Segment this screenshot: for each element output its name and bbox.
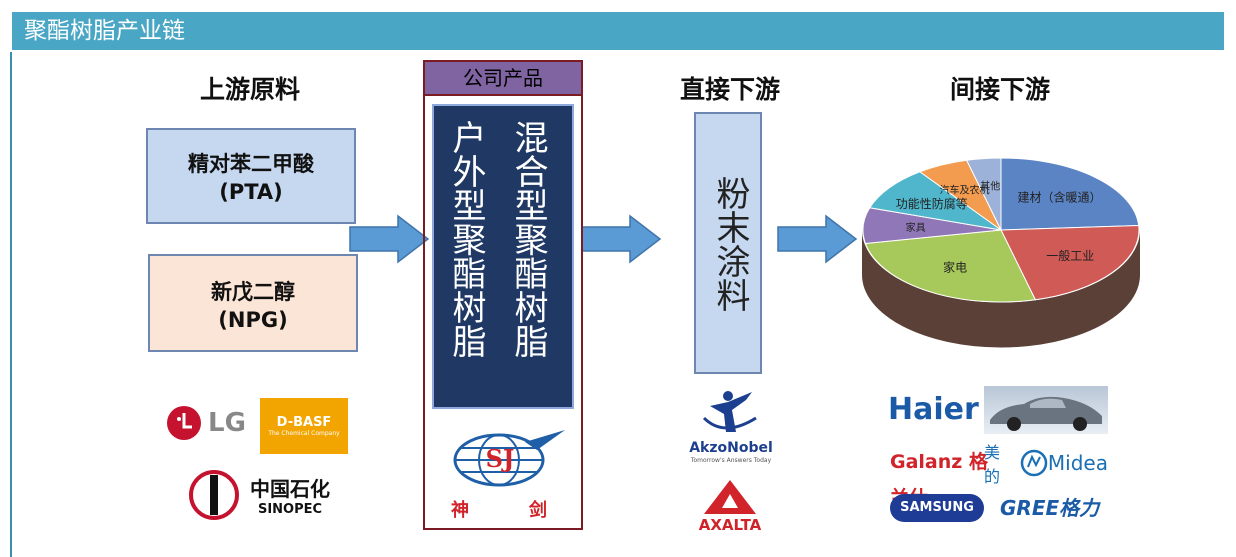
basf-text: D-BASF <box>276 415 332 430</box>
left-border-line <box>10 52 12 557</box>
akzonobel-logo: AkzoNobel Tomorrow's Answers Today <box>672 386 790 468</box>
npg-box: 新戊二醇 (NPG) <box>148 254 358 352</box>
powder-coating-label: 粉末涂料 <box>710 176 750 312</box>
company-products-box: 混合型聚酯树脂 户外型聚酯树脂 <box>432 104 574 409</box>
pie-label-0: 建材（含暖通） <box>1018 189 1102 204</box>
lg-text: LG <box>208 408 246 438</box>
midea-circle-icon <box>1020 449 1048 477</box>
midea-logo: 美的 Midea <box>984 443 1108 486</box>
pie-slice-2 <box>864 229 1037 303</box>
mixed-polyester-resin: 混合型聚酯树脂 <box>508 120 548 358</box>
axalta-logo: AXALTA <box>684 478 776 534</box>
lg-face-icon <box>167 406 202 440</box>
pie-label-6: 其他 <box>980 180 1000 193</box>
gree-logo: GREE格力 <box>1000 496 1100 520</box>
powder-coating-box: 粉末涂料 <box>694 112 762 374</box>
pie-3d-side <box>862 230 1140 348</box>
akzonobel-figure-icon <box>702 391 757 432</box>
heading-upstream: 上游原料 <box>199 75 300 104</box>
company-products-header: 公司产品 <box>425 62 581 96</box>
akzonobel-text: AkzoNobel <box>689 440 773 456</box>
samsung-logo: SAMSUNG <box>890 494 984 522</box>
sinopec-cn-text: 中国石化 <box>250 477 330 501</box>
pta-box: 精对苯二甲酸 (PTA) <box>146 128 356 224</box>
axalta-text: AXALTA <box>698 516 762 534</box>
midea-cn-text: 美的 <box>984 443 1001 486</box>
car-icon <box>990 396 1102 431</box>
npg-name: 新戊二醇 <box>211 280 295 304</box>
pie-label-4: 功能性防腐等 <box>896 196 968 211</box>
pie-slice-0 <box>1000 157 1140 231</box>
heading-direct-downstream: 直接下游 <box>679 75 780 104</box>
heading-indirect-downstream: 间接下游 <box>949 75 1050 104</box>
company-products-frame <box>423 60 583 530</box>
haier-logo: Haier <box>888 392 979 427</box>
outdoor-polyester-resin: 户外型聚酯树脂 <box>446 120 486 358</box>
company-products-label: 公司产品 <box>463 66 543 90</box>
pta-code: (PTA) <box>219 180 283 204</box>
midea-text: Midea <box>1047 451 1108 475</box>
pie-label-3: 家具 <box>906 221 926 234</box>
pie-label-5: 汽车及农机 <box>940 184 990 197</box>
akzonobel-subtext: Tomorrow's Answers Today <box>690 457 772 464</box>
pie-slice-4 <box>868 171 1002 231</box>
basf-subtext: The Chemical Company <box>268 430 340 437</box>
logo-char-shen: 神 <box>451 500 469 521</box>
logo-char-jian: 剑 <box>529 500 547 521</box>
shenjian-logo: SJ 神 剑 <box>437 428 567 522</box>
page-title: 聚酯树脂产业链 <box>24 18 185 44</box>
axalta-triangle-icon <box>704 480 756 514</box>
pie-label-2: 家电 <box>943 260 967 275</box>
sinopec-logo: 中国石化 SINOPEC <box>172 464 346 526</box>
globe-icon <box>453 430 565 487</box>
sinopec-en-text: SINOPEC <box>257 502 323 517</box>
basf-logo: D-BASF The Chemical Company <box>260 398 348 454</box>
title-bar: 聚酯树脂产业链 <box>12 12 1224 50</box>
lg-logo: LG <box>158 398 254 448</box>
car-image <box>984 386 1108 434</box>
pie-label-1: 一般工业 <box>1046 248 1094 263</box>
pie-slice-6 <box>965 157 1002 231</box>
pta-name: 精对苯二甲酸 <box>188 152 314 176</box>
sinopec-emblem-icon <box>189 470 239 520</box>
arrow-to-direct <box>581 214 662 264</box>
logo-mark: SJ <box>485 444 515 473</box>
galanz-logo: Galanz 格兰仕 <box>890 451 988 509</box>
arrow-to-indirect <box>777 214 858 264</box>
npg-code: (NPG) <box>218 308 288 332</box>
arrow-to-company <box>349 214 430 264</box>
pie-slice-1 <box>1000 224 1140 301</box>
